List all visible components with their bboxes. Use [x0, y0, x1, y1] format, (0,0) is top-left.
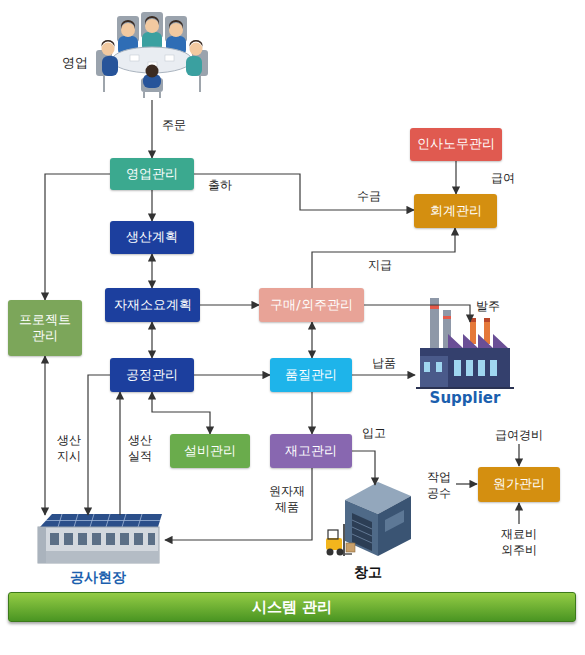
process-box: 회계관리 — [414, 194, 497, 228]
connector — [352, 451, 375, 485]
process-box: 원가관리 — [478, 467, 560, 502]
system-band: 시스템 관리 — [8, 592, 576, 622]
node-text: Supplier — [415, 389, 515, 407]
node-text: 프로젝트 관리 — [8, 312, 82, 345]
node-text: 영업 — [62, 54, 102, 72]
connector — [364, 305, 470, 322]
connector — [194, 374, 270, 375]
process-box: 자재소요계획 — [105, 288, 200, 322]
process-box: 영업관리 — [110, 158, 194, 190]
node-text: 구매/외주관리 — [267, 297, 355, 313]
supplier-illustration: Supplier — [415, 322, 515, 410]
flow-label: 작업 공수 — [423, 469, 455, 501]
edge-label: 생산 지시 — [53, 432, 85, 464]
node-text: 설비관리 — [181, 443, 239, 459]
edge-label: 생산 실적 — [124, 432, 156, 464]
node-text: 재고관리 — [282, 443, 340, 459]
connector — [88, 375, 110, 515]
node-text: 영업관리 — [123, 166, 181, 182]
connector — [312, 228, 455, 288]
flow-label: 급여경비 — [488, 427, 550, 443]
connector — [311, 322, 312, 358]
meeting-illustration — [96, 12, 208, 98]
connector — [45, 174, 110, 300]
connector — [151, 100, 152, 158]
node-text: 품질관리 — [282, 367, 340, 383]
node-text: 자재소요계획 — [111, 297, 195, 313]
connector — [352, 374, 415, 375]
connector — [194, 174, 414, 210]
node-text: 시스템 관리 — [252, 598, 332, 617]
site-building-illustration — [38, 514, 162, 563]
factory-illustration — [416, 298, 514, 388]
connector — [151, 322, 152, 358]
process-box: 생산계획 — [110, 221, 194, 254]
flow-label: 재료비 외주비 — [496, 526, 542, 558]
process-box: 인사노무관리 — [410, 128, 502, 161]
process-box: 공정관리 — [110, 358, 194, 392]
edge-label: 입고 — [358, 425, 390, 441]
warehouse-node: 창고 — [320, 485, 415, 581]
process-box: 프로젝트 관리 — [8, 300, 82, 356]
edge-label: 수금 — [352, 188, 386, 204]
node-text: 원가관리 — [490, 476, 548, 492]
edge-label: 원자재 제품 — [265, 483, 309, 515]
connector — [151, 254, 152, 288]
edge-label: 지급 — [364, 257, 396, 273]
edge-label: 급여 — [487, 170, 519, 186]
flow-label: 출하 — [204, 177, 236, 193]
connector — [200, 304, 259, 305]
connector — [119, 392, 120, 515]
process-box: 설비관리 — [170, 434, 250, 468]
edge-label: 납품 — [367, 355, 401, 371]
connector — [44, 356, 45, 515]
node-text: 인사노무관리 — [414, 136, 498, 152]
connector — [152, 392, 210, 434]
process-box: 재고관리 — [270, 434, 352, 468]
connector — [311, 392, 312, 434]
connector — [455, 161, 456, 194]
site-illustration: 공사현장 — [30, 515, 165, 587]
process-box: 품질관리 — [270, 358, 352, 392]
node-text: 공사현장 — [30, 569, 165, 587]
node-text: 창고 — [320, 564, 415, 582]
warehouse-illustration — [326, 482, 411, 556]
connector — [151, 190, 152, 221]
edge-label: 발주 — [472, 298, 504, 314]
node-text: 생산계획 — [123, 229, 181, 245]
sales-illustration: 영업 — [62, 10, 202, 100]
node-text: 회계관리 — [427, 203, 485, 219]
node-text: 공정관리 — [123, 367, 181, 383]
process-box: 구매/외주관리 — [259, 288, 364, 322]
edge-label: 주문 — [158, 117, 190, 133]
connector — [165, 468, 312, 540]
